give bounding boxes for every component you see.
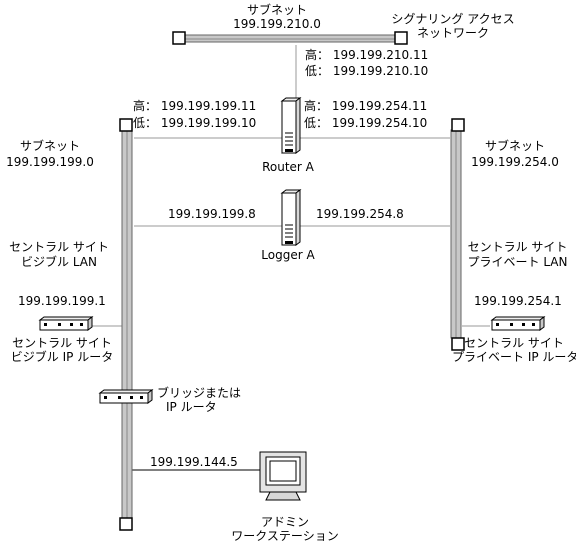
left-high-ip: 高： 199.199.199.11 <box>133 99 257 113</box>
private-router-label-1: セントラル サイト <box>464 336 564 350</box>
left-subnet-title: サブネット <box>19 139 80 153</box>
bridge-router-icon <box>98 389 154 404</box>
right-high-ip: 高： 199.199.254.11 <box>304 99 428 113</box>
right-subnet-address: 199.199.254.0 <box>471 155 559 169</box>
left-low-ip: 低： 199.199.199.10 <box>133 116 257 130</box>
router-top-high-ip: 高： 199.199.210.11 <box>305 48 429 62</box>
admin-label-1: アドミン <box>260 515 309 529</box>
bus-terminator <box>394 31 408 45</box>
private-lan-label-2: プライベート LAN <box>467 255 568 269</box>
private-router-label-2: プライベート IP ルータ <box>452 350 576 364</box>
visible-lan-label-2: ビジブル LAN <box>21 255 97 269</box>
top-subnet-address: 199.199.210.0 <box>233 17 321 31</box>
workstation-ip: 199.199.144.5 <box>150 455 238 469</box>
private-router-ip: 199.199.254.1 <box>474 294 562 308</box>
private-lan-bus <box>450 118 465 351</box>
router-a-label: Router A <box>262 160 314 174</box>
visible-router-label-2: ビジブル IP ルータ <box>10 350 114 364</box>
logger-right-ip: 199.199.254.8 <box>316 207 404 221</box>
private-lan-label-1: セントラル サイト <box>467 240 568 254</box>
admin-label-2: ワークステーション <box>231 529 339 543</box>
right-low-ip: 低： 199.199.254.10 <box>304 116 428 130</box>
router-top-low-ip: 低： 199.199.210.10 <box>305 64 429 78</box>
logger-a-label: Logger A <box>261 248 315 262</box>
top-subnet-title: サブネット <box>246 3 307 17</box>
logger-a-icon <box>280 189 302 246</box>
visible-router-label-1: セントラル サイト <box>12 336 112 350</box>
visible-ip-router-icon <box>38 316 94 331</box>
left-subnet-address: 199.199.199.0 <box>6 155 94 169</box>
logger-left-ip: 199.199.199.8 <box>168 207 256 221</box>
signaling-network-label-2: ネットワーク <box>416 26 489 40</box>
bus-terminator <box>172 31 186 45</box>
private-ip-router-icon <box>490 316 546 331</box>
visible-router-ip: 199.199.199.1 <box>18 294 106 308</box>
visible-lan-label-1: セントラル サイト <box>9 240 109 254</box>
bus-terminator <box>119 118 133 132</box>
workstation-link <box>131 469 263 478</box>
signaling-bus <box>172 31 408 45</box>
bus-terminator <box>451 337 465 351</box>
visible-lan-bus <box>119 118 133 531</box>
bus-terminator <box>451 118 465 132</box>
signaling-network-label-1: シグナリング アクセス <box>391 12 515 26</box>
bridge-label-1: ブリッジまたは <box>157 386 242 400</box>
bridge-label-2: IP ルータ <box>166 400 217 414</box>
router-a-icon <box>280 97 302 154</box>
right-subnet-title: サブネット <box>484 139 545 153</box>
admin-workstation-icon <box>259 451 307 501</box>
bus-terminator <box>119 517 133 531</box>
